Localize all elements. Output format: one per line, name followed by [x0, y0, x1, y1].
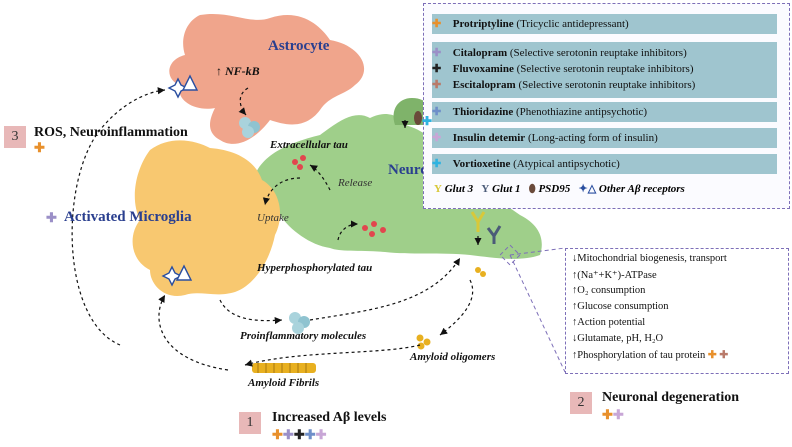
neuronal-effects-panel: ↓Mitochondrial biogenesis, transport ↑(N…	[565, 248, 789, 374]
tau-dot	[380, 227, 386, 233]
amyloid-oligomer-icon	[480, 271, 486, 277]
stage-2-markers: ✚✚	[602, 407, 624, 423]
hyperphosphorylated-tau-label: Hyperphosphorylated tau	[257, 262, 373, 274]
microglia-marker: ✚	[46, 210, 57, 226]
psd95-label: PSD95	[538, 183, 571, 195]
amyloid-fibril-icon	[252, 363, 316, 373]
extracellular-tau-label: Extracellular tau	[270, 139, 348, 151]
cross-icon: ✚	[315, 427, 327, 442]
glut3-icon	[470, 211, 486, 232]
receptor-icon	[175, 264, 193, 281]
microglia-cell	[132, 140, 281, 296]
drug-row: ✚ Vortioxetine (Atypical antipsychotic)	[432, 154, 777, 174]
glut3-icon: Y	[434, 183, 442, 195]
cross-icon: ✚	[432, 47, 442, 59]
receptor-icon: ✦△	[578, 183, 597, 195]
psd95-icon	[414, 111, 422, 125]
microglia-label: Activated Microglia	[64, 209, 192, 225]
amyloid-fibrils-label: Amyloid Fibrils	[248, 377, 320, 389]
proinflammatory-icon	[292, 322, 304, 334]
receptor-icon	[161, 265, 183, 287]
cross-icon: ✚	[304, 427, 316, 442]
amyloid-oligomer-icon	[423, 338, 431, 346]
astrocyte-molecule-icon	[242, 126, 254, 138]
astrocyte-cell	[169, 13, 365, 144]
effect-item: ↑O₂ consumption	[572, 285, 646, 296]
cross-icon: ✚	[432, 79, 442, 91]
effect-item: ↑Phosphorylation of tau protein ✚ ✚	[572, 350, 729, 361]
cross-icon: ✚	[282, 427, 294, 442]
tau-dot	[297, 164, 303, 170]
receptor-icon	[181, 74, 199, 91]
drug-row: ✚ Insulin detemir (Long-acting form of i…	[432, 128, 777, 148]
drug-row-group: ✚ Citalopram (Selective serotonin reupta…	[432, 42, 777, 98]
effect-item: ↑Glucose consumption	[572, 301, 669, 312]
cross-icon: ✚	[432, 132, 442, 144]
tau-dot	[369, 231, 375, 237]
stage-3-number: 3	[4, 126, 26, 148]
effect-item: ↓Glutamate, pH, H₂O	[572, 333, 664, 344]
effect-item: ↑Action potential	[572, 317, 646, 328]
stage-1-number: 1	[239, 412, 261, 434]
drug-row: ✚ Thioridazine (Phenothiazine antipsycho…	[432, 102, 777, 122]
glut1-label: Glut 1	[492, 183, 521, 195]
effect-item: ↓Mitochondrial biogenesis, transport	[572, 253, 727, 264]
tau-dot	[300, 155, 306, 161]
effect-item: ↑(Na⁺+K⁺)-ATPase	[572, 270, 657, 281]
cross-icon: ✚	[422, 114, 433, 128]
amyloid-oligomer-icon	[417, 342, 425, 350]
cross-icon: ✚	[432, 63, 442, 75]
cross-icon: ✚	[719, 350, 729, 361]
stage-1-label: Increased Aβ levels	[272, 410, 387, 425]
neuron-cell	[255, 114, 542, 259]
amyloid-oligomers-label: Amyloid oligomers	[410, 351, 496, 363]
cross-icon: ✚	[602, 407, 613, 422]
tau-dot	[371, 221, 377, 227]
stage-3-markers: ✚	[34, 140, 45, 156]
cross-icon: ✚	[293, 427, 305, 442]
cross-icon: ✚	[34, 140, 45, 155]
other-receptors-label: Other Aβ receptors	[598, 183, 685, 195]
stage-1-markers: ✚✚✚✚✚	[272, 427, 327, 443]
stage-2-label: Neuronal degeneration	[602, 390, 740, 405]
dendrite-marker: ✚	[422, 114, 432, 129]
cross-icon: ✚	[46, 210, 57, 225]
astrocyte-label: Astrocyte	[268, 38, 330, 54]
glut1-icon	[486, 225, 502, 244]
stage-3-label: ROS, Neuroinflammation	[34, 125, 188, 140]
stage-2-number: 2	[570, 392, 592, 414]
release-label: Release	[338, 177, 373, 189]
nfkb-label: ↑ NF-kB	[216, 64, 260, 78]
uptake-label: Uptake	[257, 212, 289, 224]
glut3-label: Glut 3	[444, 183, 474, 195]
amyloid-oligomer-icon	[416, 334, 424, 342]
psd95-icon: ⬮	[528, 183, 536, 195]
neuron-dendrite	[393, 98, 432, 125]
proinflammatory-label: Proinflammatory molecules	[240, 330, 367, 342]
amyloid-oligomer-icon	[475, 267, 481, 273]
proinflammatory-icon	[289, 312, 301, 324]
glut1-icon: Y	[481, 183, 490, 195]
receptor-icon	[167, 77, 189, 99]
cross-icon: ✚	[432, 158, 442, 170]
drug-row: ✚ Protriptyline (Tricyclic antidepressan…	[432, 14, 777, 34]
tau-dot	[292, 159, 298, 165]
cross-icon: ✚	[612, 407, 624, 422]
cross-icon: ✚	[707, 350, 717, 361]
drug-legend-panel: ✚ Protriptyline (Tricyclic antidepressan…	[423, 3, 790, 209]
cross-icon: ✚	[272, 427, 283, 442]
cross-icon: ✚	[432, 18, 442, 30]
cross-icon: ✚	[432, 106, 442, 118]
tau-dot	[362, 225, 368, 231]
